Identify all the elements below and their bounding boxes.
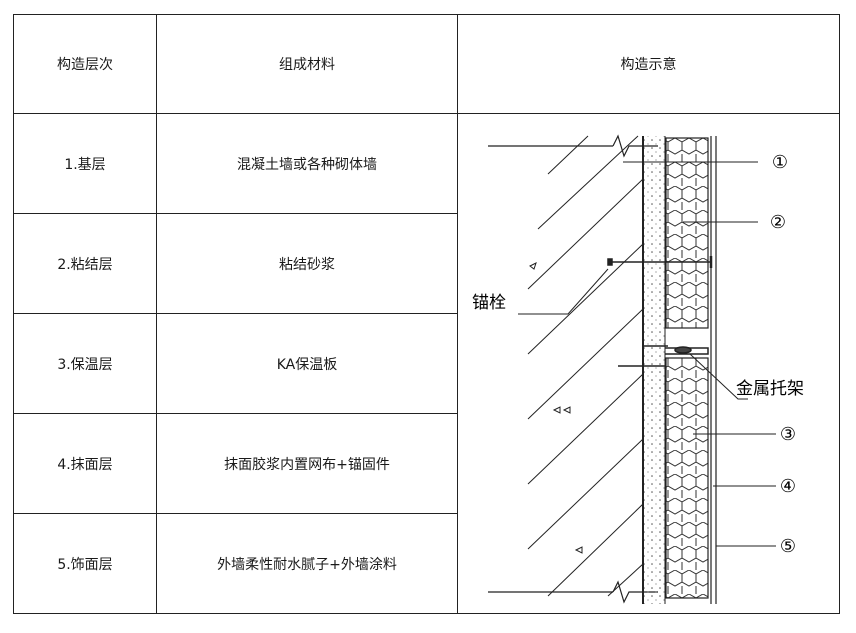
layer-material: 抹面胶浆内置网布+锚固件 — [156, 413, 458, 514]
callout-4: ④ — [780, 476, 796, 497]
layer-name: 2.粘结层 — [13, 213, 157, 314]
wall-section-diagram: ① ② ③ ④ ⑤ 锚栓 金属托架 — [472, 134, 804, 604]
insulation-board-lower — [665, 357, 709, 599]
layer-material: KA保温板 — [156, 313, 458, 414]
base-wall-hatch — [527, 135, 644, 597]
layer-name: 5.饰面层 — [13, 513, 157, 614]
callout-5: ⑤ — [780, 536, 796, 557]
anchor-label: 锚栓 — [472, 293, 506, 313]
header-layer: 构造层次 — [13, 14, 157, 114]
construction-diagram-cell: ① ② ③ ④ ⑤ 锚栓 金属托架 — [457, 113, 840, 614]
concrete-marks — [529, 262, 583, 554]
layer-material: 外墙柔性耐水腻子+外墙涂料 — [156, 513, 458, 614]
table-row: 3.保温层 KA保温板 — [13, 313, 840, 414]
bracket-label: 金属托架 — [736, 379, 804, 399]
adhesive-layer — [644, 136, 665, 604]
header-diagram: 构造示意 — [457, 14, 840, 114]
layer-name: 3.保温层 — [13, 313, 157, 414]
layer-material: 粘结砂浆 — [156, 213, 458, 314]
callout-2: ② — [770, 212, 786, 233]
insulation-board-upper — [665, 137, 709, 329]
layer-name: 1.基层 — [13, 113, 157, 214]
header-material: 组成材料 — [156, 14, 458, 114]
callout-3: ③ — [780, 424, 796, 445]
callout-1: ① — [772, 152, 788, 173]
break-lines — [488, 134, 658, 604]
layer-name: 4.抹面层 — [13, 413, 157, 514]
table-row: 2.粘结层 粘结砂浆 — [13, 213, 840, 314]
metal-bracket — [643, 345, 709, 355]
construction-layers-table: 构造层次 组成材料 构造示意 1.基层 混凝土墙或各种砌体墙 — [13, 14, 840, 614]
anchor-bolt — [607, 256, 713, 268]
table-header-row: 构造层次 组成材料 构造示意 — [13, 14, 840, 114]
layer-material: 混凝土墙或各种砌体墙 — [156, 113, 458, 214]
leader-lines — [518, 161, 776, 547]
table-row: 1.基层 混凝土墙或各种砌体墙 — [13, 113, 840, 614]
table-row: 5.饰面层 外墙柔性耐水腻子+外墙涂料 — [13, 513, 840, 614]
table-row: 4.抹面层 抹面胶浆内置网布+锚固件 — [13, 413, 840, 514]
